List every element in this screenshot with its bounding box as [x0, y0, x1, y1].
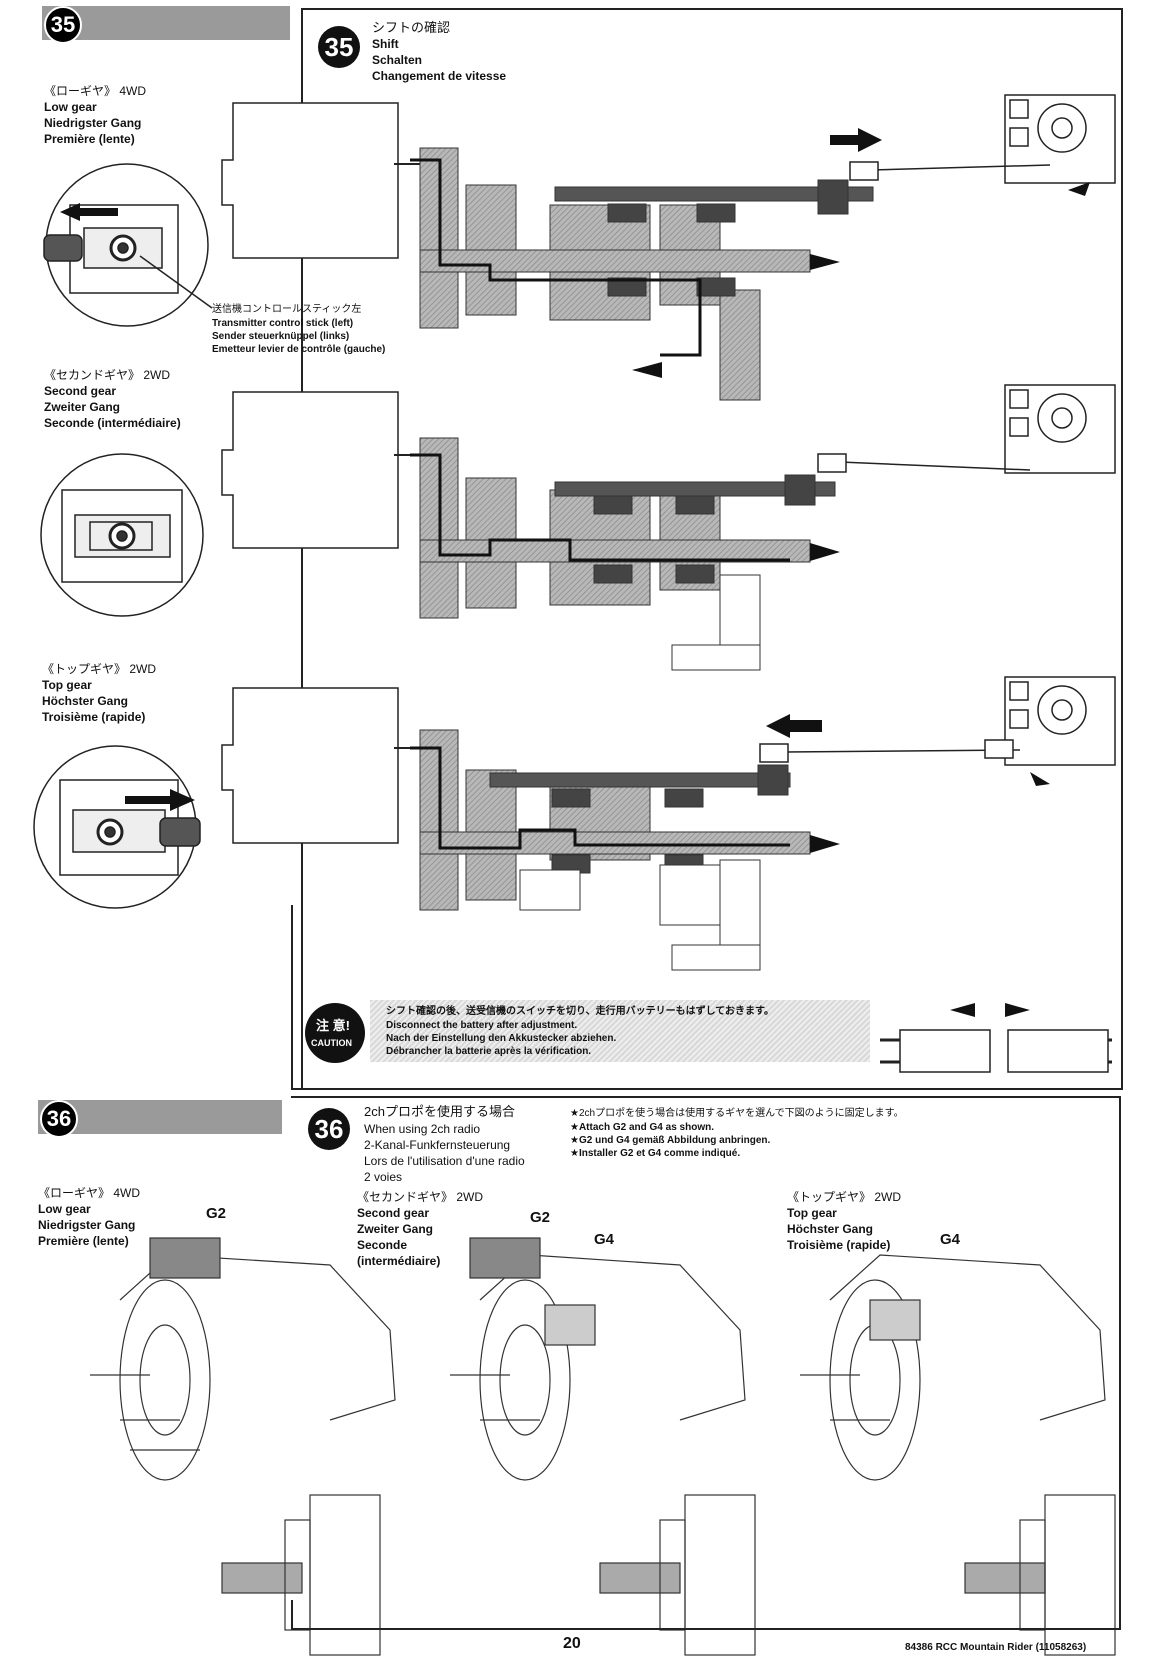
s35-top-en: Top gear — [42, 678, 92, 692]
step-36-title-badge: 36 — [308, 1108, 350, 1150]
step-36-title-jp: 2chプロポを使用する場合 — [364, 1104, 515, 1119]
step-36-frame-right — [1119, 1096, 1121, 1628]
caution-badge — [305, 1003, 365, 1063]
page-number: 20 — [563, 1635, 581, 1652]
s36-low-g2-label: G2 — [206, 1205, 227, 1222]
step-36-second-gear-drawing — [450, 1237, 756, 1656]
top-gear-stick-circle — [33, 745, 201, 909]
s36-top-en: Top gear — [787, 1206, 837, 1220]
step-36-frame-bottom — [291, 1628, 1121, 1630]
step-36-note-jp: ★2chプロポを使う場合は使用するギヤを選んで下図のように固定します。 — [570, 1108, 904, 1119]
s36-second-jp: 《セカンドギヤ》 2WD — [357, 1190, 484, 1204]
caution-text-en: Disconnect the battery after adjustment. — [386, 1020, 578, 1031]
s36-low-en: Low gear — [38, 1202, 91, 1216]
model-footer: 84386 RCC Mountain Rider (11058263) — [905, 1642, 1087, 1653]
step-36-frame-left-stub — [291, 1600, 293, 1630]
step-35-title-fr: Changement de vitesse — [372, 69, 507, 83]
s36-second-g4-label: G4 — [594, 1231, 615, 1248]
stick-label-jp: 送信機コントロールスティック左 — [212, 304, 362, 315]
s35-second-fr: Seconde (intermédiaire) — [44, 416, 181, 430]
s36-low-fr: Première (lente) — [38, 1234, 129, 1248]
step-35-title-jp: シフトの確認 — [372, 20, 451, 35]
caution-text-de: Nach der Einstellung den Akkustecker abz… — [386, 1033, 617, 1044]
s35-low-de: Niedrigster Gang — [44, 116, 142, 130]
step-36-title-de: 2-Kanal-Funkfernsteuerung — [364, 1138, 511, 1152]
s36-top-g4-label: G4 — [940, 1231, 961, 1248]
step-35-title-en: Shift — [372, 37, 399, 51]
step-36-header-bar — [38, 1100, 282, 1134]
second-gear-stick-circle — [40, 453, 204, 617]
step-35-title-de: Schalten — [372, 53, 423, 67]
step-36-note-en: ★Attach G2 and G4 as shown. — [570, 1122, 714, 1133]
step-36-title-fr: Lors de l'utilisation d'une radio — [364, 1154, 525, 1168]
motor-label-fr: Moteur — [296, 175, 330, 186]
s35-second-en: Second gear — [44, 384, 117, 398]
s36-top-de: Höchster Gang — [787, 1222, 874, 1236]
s36-low-de: Niedrigster Gang — [38, 1218, 136, 1232]
caution-badge-jp: 注 意! — [316, 1018, 350, 1033]
step-36-title-en: When using 2ch radio — [364, 1122, 481, 1136]
stick-label-fr: Emetteur levier de contrôle (gauche) — [212, 344, 386, 355]
caution-text-jp: シフト確認の後、送受信機のスイッチを切り、走行用バッテリーもはずしておきます。 — [386, 1006, 774, 1017]
step-35-frame-bottom — [291, 1088, 1121, 1090]
step-35-badge: 35 — [44, 6, 82, 44]
s35-second-de: Zweiter Gang — [44, 400, 121, 414]
s35-low-en: Low gear — [44, 100, 97, 114]
low-stick-arrow-left — [60, 203, 118, 221]
step-35-title-badge: 35 — [318, 26, 360, 68]
caution-badge-en: CAUTION — [311, 1038, 352, 1048]
caution-box — [370, 1000, 870, 1062]
s35-second-jp: 《セカンドギヤ》 2WD — [44, 368, 171, 382]
step-35-header-bar — [42, 6, 290, 40]
stick-label-de: Sender steuerknüppel (links) — [212, 331, 350, 342]
stick-label-en: Transmitter control stick (left) — [212, 318, 354, 329]
s35-low-fr: Première (lente) — [44, 132, 135, 146]
step-36-note-de: ★G2 und G4 gemäß Abbildung anbringen. — [570, 1135, 771, 1146]
s35-top-fr: Troisième (rapide) — [42, 710, 146, 724]
motor-label-jp: モーター — [296, 148, 336, 159]
s35-top-de: Höchster Gang — [42, 694, 129, 708]
s36-second-de: Zweiter Gang — [357, 1222, 434, 1236]
step-35-frame-left-lower — [291, 905, 293, 1088]
s36-second-fr: Seconde — [357, 1238, 408, 1252]
step-35-frame — [301, 8, 1123, 1090]
s36-second-en: Second gear — [357, 1206, 430, 1220]
step-36-low-gear-drawing — [90, 1237, 396, 1656]
s35-low-jp: 《ローギヤ》 4WD — [44, 84, 147, 98]
s36-low-jp: 《ローギヤ》 4WD — [38, 1186, 141, 1200]
s36-second-fr2: (intermédiaire) — [357, 1254, 441, 1268]
step-36-badge: 36 — [40, 1100, 78, 1138]
caution-text-fr: Débrancher la batterie après la vérifica… — [386, 1046, 592, 1057]
step-36-frame-top — [291, 1096, 1121, 1098]
s36-top-jp: 《トップギヤ》 2WD — [787, 1190, 902, 1204]
low-gear-stick-circle — [43, 163, 213, 327]
s36-top-fr: Troisième (rapide) — [787, 1238, 891, 1252]
step-36-top-gear-drawing — [800, 1254, 1116, 1656]
step-36-title-fr2: 2 voies — [364, 1170, 403, 1184]
s35-top-jp: 《トップギヤ》 2WD — [42, 662, 157, 676]
s36-second-g2-label: G2 — [530, 1209, 551, 1226]
step-36-note-fr: ★Installer G2 et G4 comme indiqué. — [570, 1148, 741, 1159]
top-stick-arrow-right — [125, 789, 195, 811]
